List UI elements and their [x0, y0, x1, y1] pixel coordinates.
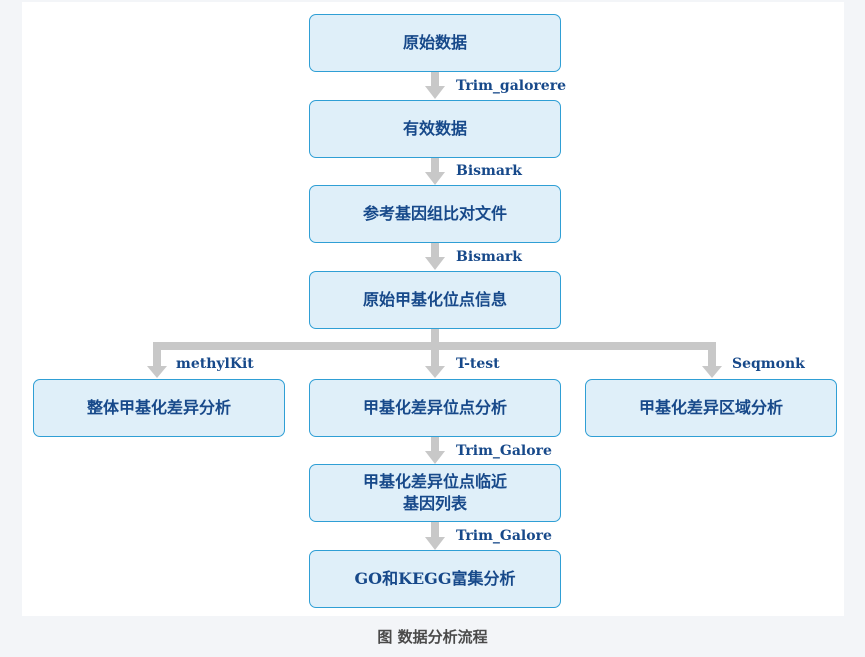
edge-label-methylkit: methylKit — [176, 356, 254, 372]
edge-label-seqmonk: Seqmonk — [732, 356, 805, 372]
arrow-head-clean-ref — [425, 172, 445, 185]
node-label: GO和KEGG富集分析 — [354, 569, 516, 588]
arrow-head-ref-sites — [425, 257, 445, 270]
node-label: 原始数据 — [402, 33, 467, 52]
node-raw-methylation-sites: 原始甲基化位点信息 — [309, 271, 561, 329]
node-ref-alignment: 参考基因组比对文件 — [309, 185, 561, 243]
arrow-head-sites-genes — [425, 451, 445, 464]
node-diff-methylation-regions: 甲基化差异区域分析 — [585, 379, 837, 437]
node-label: 原始甲基化位点信息 — [362, 290, 507, 309]
arrow-shaft-genes-enrich — [431, 522, 439, 538]
edge-label-bismark-2: Bismark — [456, 249, 522, 265]
arrow-shaft-raw-clean — [431, 71, 439, 87]
branch-left-head — [147, 366, 167, 378]
branch-mid-shaft — [431, 342, 439, 368]
edge-label-trim-galore-2: Trim_Galore — [456, 528, 552, 544]
arrow-shaft-clean-ref — [431, 157, 439, 173]
node-label: 甲基化差异位点分析 — [362, 398, 507, 417]
node-label: 甲基化差异位点临近 基因列表 — [362, 472, 507, 513]
branch-right-head — [702, 366, 722, 378]
branch-right-shaft — [708, 342, 716, 368]
arrow-head-genes-enrich — [425, 537, 445, 550]
node-label: 有效数据 — [402, 119, 467, 138]
node-clean-data: 有效数据 — [309, 100, 561, 158]
edge-label-trim-galore-1: Trim_Galore — [456, 443, 552, 459]
node-label: 甲基化差异区域分析 — [638, 398, 783, 417]
node-diff-methylation-sites: 甲基化差异位点分析 — [309, 379, 561, 437]
edge-label-bismark-1: Bismark — [456, 163, 522, 179]
node-label: 整体甲基化差异分析 — [86, 398, 231, 417]
node-label: 参考基因组比对文件 — [362, 204, 507, 223]
node-raw-data: 原始数据 — [309, 14, 561, 72]
edge-label-trim-galorere: Trim_galorere — [456, 78, 566, 94]
arrow-head-raw-clean — [425, 86, 445, 99]
node-overall-methylation: 整体甲基化差异分析 — [33, 379, 285, 437]
branch-stem — [431, 328, 439, 344]
branch-left-shaft — [153, 342, 161, 368]
node-enrichment: GO和KEGG富集分析 — [309, 550, 561, 608]
figure-caption: 图 数据分析流程 — [377, 628, 488, 646]
arrow-shaft-ref-sites — [431, 242, 439, 258]
arrow-shaft-sites-genes — [431, 436, 439, 452]
edge-label-ttest: T-test — [456, 356, 500, 372]
node-nearby-genes: 甲基化差异位点临近 基因列表 — [309, 464, 561, 522]
branch-mid-head — [425, 366, 445, 378]
